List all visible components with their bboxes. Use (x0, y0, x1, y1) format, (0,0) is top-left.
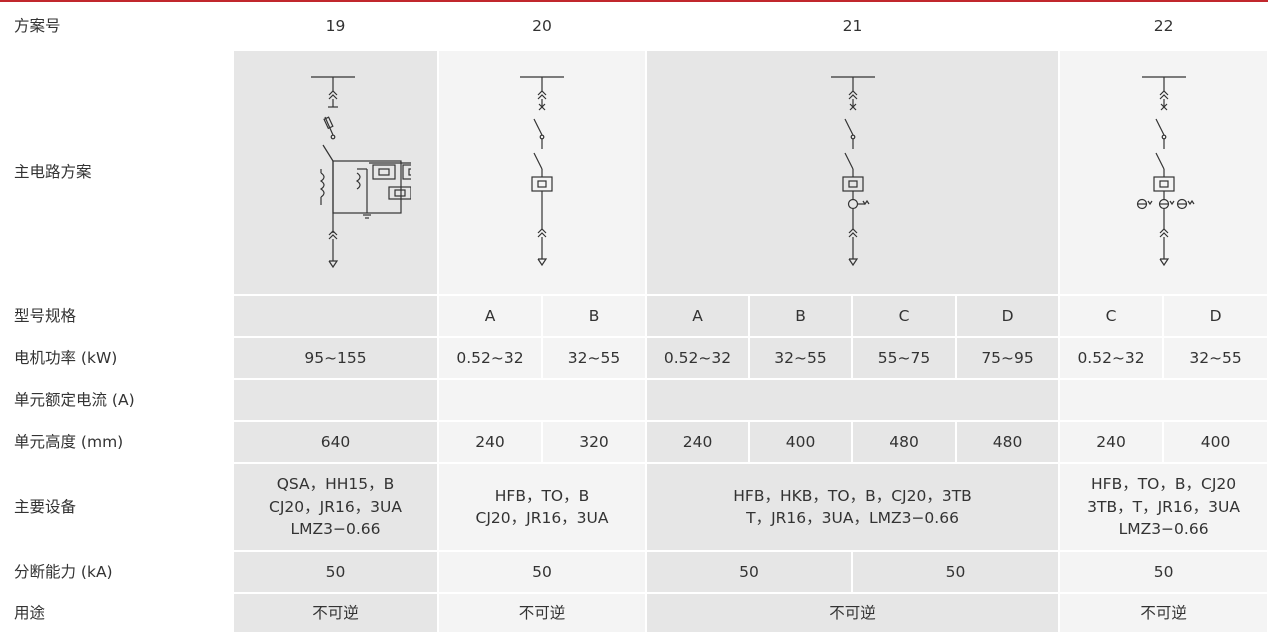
breaking-22: 50 (1058, 550, 1268, 594)
equipment-22-line-3: LMZ3−0.66 (1118, 520, 1209, 539)
height-21-a: 240 (645, 420, 751, 464)
header-row: 方案号 19 20 21 22 (0, 2, 1268, 51)
scheme-21: 21 (645, 2, 1061, 51)
power-19: 95~155 (232, 336, 439, 380)
diagram-21-cell (645, 49, 1061, 296)
model-22-c: C (1058, 294, 1165, 338)
power-row: 电机功率 (kW) 95~155 0.52~32 32~55 0.52~32 3… (0, 336, 1268, 380)
diagram-19-cell (232, 49, 439, 296)
usage-22: 不可逆 (1058, 592, 1268, 634)
height-row: 单元高度 (mm) 640 240 320 240 400 480 480 24… (0, 420, 1268, 464)
height-21-d: 480 (955, 420, 1061, 464)
equipment-20-line-2: CJ20，JR16，3UA (475, 509, 609, 527)
breaking-21-a: 50 (645, 550, 854, 594)
power-22-d: 32~55 (1162, 336, 1268, 380)
current-row: 单元额定电流 (A) (0, 378, 1268, 422)
single-line-diagram-20-icon (520, 75, 564, 266)
power-label: 电机功率 (kW) (0, 336, 234, 380)
current-22 (1058, 378, 1268, 422)
equipment-row: 主要设备 QSA，HH15，B CJ20，JR16，3UA LMZ3−0.66 … (0, 462, 1268, 552)
equipment-19-line-2: CJ20，JR16，3UA (269, 497, 402, 516)
single-line-diagram-21-icon (830, 75, 875, 266)
model-21-a: A (645, 294, 751, 338)
power-22-c: 0.52~32 (1058, 336, 1165, 380)
model-21-b: B (748, 294, 854, 338)
equipment-22-line-2: 3TB，T，JR16，3UA (1087, 497, 1240, 516)
usage-label: 用途 (0, 592, 234, 634)
equipment-22-line-1: HFB，TO，B，CJ20 (1091, 475, 1237, 494)
power-21-c: 55~75 (851, 336, 958, 380)
power-21-d: 75~95 (955, 336, 1061, 380)
height-22-c: 240 (1058, 420, 1165, 464)
height-20-b: 320 (540, 420, 648, 464)
scheme-20: 20 (436, 2, 648, 51)
single-line-diagram-22-icon (1136, 75, 1195, 266)
circuit-label: 主电路方案 (0, 49, 234, 296)
breaking-label: 分断能力 (kA) (0, 550, 234, 594)
diagram-22-cell (1058, 49, 1268, 296)
power-21-b: 32~55 (748, 336, 854, 380)
equipment-20: HFB，TO，B CJ20，JR16，3UA (436, 462, 648, 552)
diagram-20-cell (436, 49, 648, 296)
equipment-19: QSA，HH15，B CJ20，JR16，3UA LMZ3−0.66 (232, 462, 439, 552)
single-line-diagram-19-icon (310, 75, 411, 268)
breaking-19: 50 (232, 550, 439, 594)
model-label: 型号规格 (0, 294, 234, 338)
model-21-d: D (955, 294, 1061, 338)
current-20 (436, 378, 648, 422)
top-accent-line (0, 0, 1268, 2)
equipment-21-line-2: T，JR16，3UA，LMZ3−0.66 (746, 509, 959, 527)
breaking-21-b: 50 (851, 550, 1061, 594)
height-19: 640 (232, 420, 439, 464)
equipment-label: 主要设备 (0, 462, 234, 552)
model-row: 型号规格 A B A B C D C D (0, 294, 1268, 338)
circuit-row: 主电路方案 (0, 49, 1268, 296)
scheme-22: 22 (1058, 2, 1268, 51)
usage-21: 不可逆 (645, 592, 1061, 634)
model-20-b: B (540, 294, 648, 338)
height-21-b: 400 (748, 420, 854, 464)
usage-20: 不可逆 (436, 592, 648, 634)
scheme-19: 19 (232, 2, 439, 51)
equipment-20-line-1: HFB，TO，B (494, 486, 590, 505)
power-20-b: 32~55 (540, 336, 648, 380)
model-21-c: C (851, 294, 958, 338)
current-label: 单元额定电流 (A) (0, 378, 234, 422)
model-22-d: D (1162, 294, 1268, 338)
breaking-20: 50 (436, 550, 648, 594)
header-label: 方案号 (0, 2, 234, 51)
power-21-a: 0.52~32 (645, 336, 751, 380)
model-20-a: A (437, 294, 543, 338)
height-22-d: 400 (1162, 420, 1268, 464)
equipment-21-line-1: HFB，HKB，TO，B，CJ20，3TB (733, 486, 972, 505)
breaking-row: 分断能力 (kA) 50 50 50 50 50 (0, 550, 1268, 594)
equipment-21: HFB，HKB，TO，B，CJ20，3TB T，JR16，3UA，LMZ3−0.… (645, 462, 1061, 552)
height-label: 单元高度 (mm) (0, 420, 234, 464)
usage-row: 用途 不可逆 不可逆 不可逆 不可逆 (0, 592, 1268, 634)
height-21-c: 480 (851, 420, 958, 464)
current-19 (232, 378, 439, 422)
power-20-a: 0.52~32 (437, 336, 543, 380)
usage-19: 不可逆 (232, 592, 439, 634)
current-21 (645, 378, 1061, 422)
equipment-19-line-1: QSA，HH15，B (276, 475, 395, 494)
equipment-22: HFB，TO，B，CJ20 3TB，T，JR16，3UA LMZ3−0.66 (1058, 462, 1268, 552)
height-20-a: 240 (437, 420, 543, 464)
equipment-19-line-3: LMZ3−0.66 (290, 520, 381, 539)
model-19 (232, 294, 439, 338)
